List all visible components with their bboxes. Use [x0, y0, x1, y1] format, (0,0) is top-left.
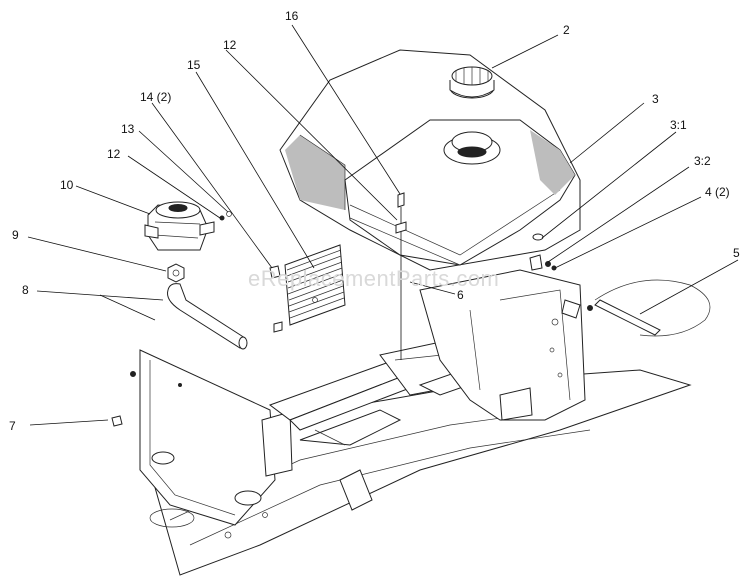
pto-clutch	[144, 201, 215, 251]
clutch-hardware	[219, 211, 232, 221]
callout-8: 8	[22, 283, 29, 297]
screw-fasteners	[269, 265, 283, 333]
callout-12-top: 12	[223, 38, 237, 52]
nut	[167, 263, 185, 283]
leader-lines	[27, 24, 739, 426]
callout-7: 7	[9, 419, 16, 433]
callout-9: 9	[12, 228, 19, 242]
callout-5: 5	[733, 246, 740, 260]
callout-14: 14 (2)	[140, 90, 172, 104]
front-bracket	[130, 349, 293, 526]
callout-2: 2	[563, 23, 570, 37]
fuel-cap	[449, 66, 495, 99]
watermark: eReplacementParts.com	[248, 266, 500, 291]
fuel-line	[561, 279, 711, 337]
callout-13: 13	[121, 122, 135, 136]
elbow-hose	[167, 283, 248, 350]
side-panel	[419, 269, 586, 421]
bolt	[111, 415, 123, 427]
fittings	[529, 233, 557, 271]
tank-bolts	[395, 192, 407, 360]
callout-3-2: 3:2	[694, 154, 711, 168]
callout-3-1: 3:1	[670, 118, 687, 132]
callout-16: 16	[285, 9, 299, 23]
callout-12-left: 12	[107, 147, 121, 161]
callout-4: 4 (2)	[705, 185, 730, 199]
callout-10: 10	[60, 178, 74, 192]
callout-6: 6	[457, 288, 464, 302]
callout-15: 15	[187, 58, 201, 72]
screen	[284, 244, 346, 326]
callout-3: 3	[652, 92, 659, 106]
